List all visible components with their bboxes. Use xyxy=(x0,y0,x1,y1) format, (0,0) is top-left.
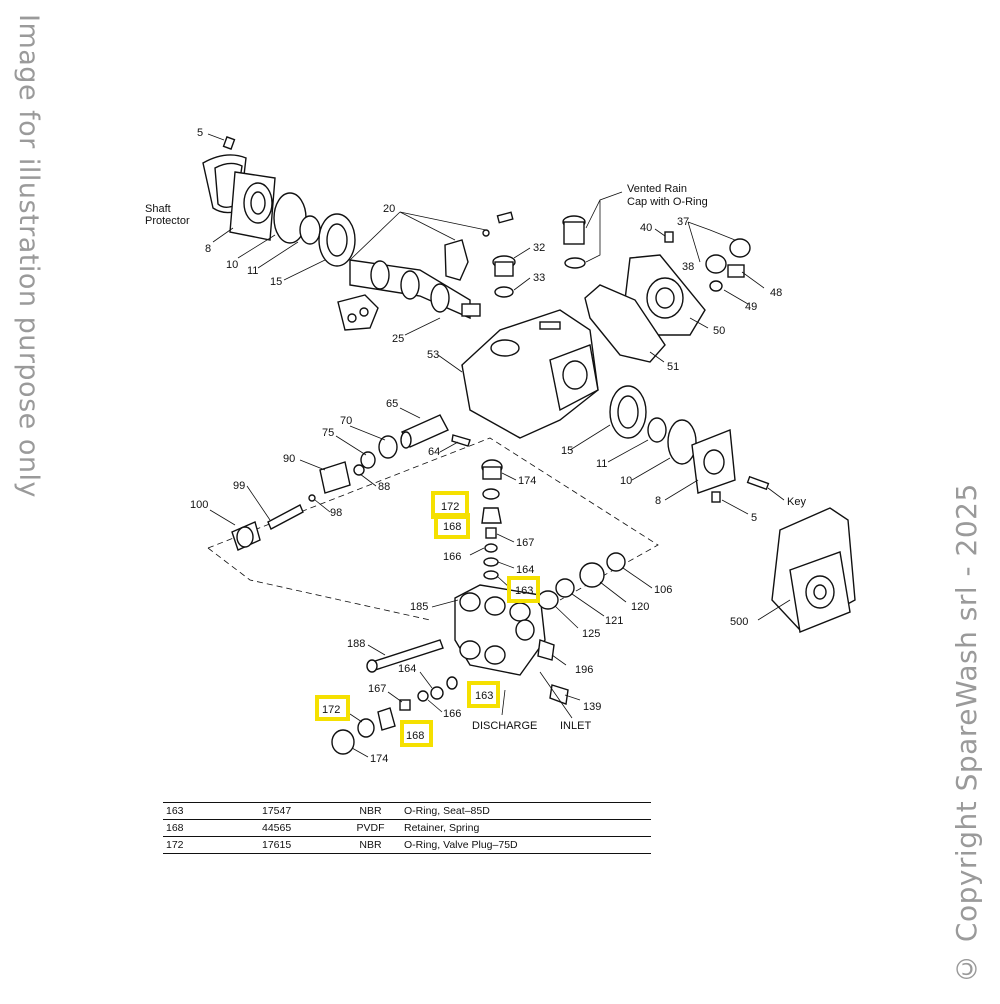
label-shaft-protector-1: Shaft xyxy=(145,203,171,215)
label-5-right: 5 xyxy=(751,512,757,524)
crankcase xyxy=(437,309,599,439)
label-vented-1: Vented Rain xyxy=(627,183,687,195)
label-106: 106 xyxy=(654,584,672,596)
cell-description: O-Ring, Valve Plug–75D xyxy=(401,836,651,854)
label-shaft-protector-2: Protector xyxy=(145,215,190,227)
label-174-upper: 174 xyxy=(518,475,536,487)
label-8-left: 8 xyxy=(205,243,211,255)
cell-description: Retainer, Spring xyxy=(401,819,651,837)
label-20: 20 xyxy=(383,203,395,215)
label-166-upper: 166 xyxy=(443,551,461,563)
parts-table: 163 17547 NBR O-Ring, Seat–85D 168 44565… xyxy=(163,802,651,854)
label-38: 38 xyxy=(682,261,694,273)
label-15-right: 15 xyxy=(561,445,573,457)
label-164-lower: 164 xyxy=(398,663,416,675)
watermark-right: © Copyright SpareWash srl - 2025 xyxy=(950,483,983,985)
label-key: Key xyxy=(787,496,806,508)
label-64: 64 xyxy=(428,446,440,458)
label-172-lower: 172 xyxy=(322,704,340,716)
cell-ref: 163 xyxy=(163,802,254,820)
label-167-lower: 167 xyxy=(368,683,386,695)
label-53: 53 xyxy=(427,349,439,361)
label-125: 125 xyxy=(582,628,600,640)
label-37: 37 xyxy=(677,216,689,228)
cell-part-no: 17547 xyxy=(254,802,340,820)
label-185: 185 xyxy=(410,601,428,613)
label-90: 90 xyxy=(283,453,295,465)
table-row: 172 17615 NBR O-Ring, Valve Plug–75D xyxy=(163,836,651,854)
label-10-right: 10 xyxy=(620,475,632,487)
label-48: 48 xyxy=(770,287,782,299)
inlet-fittings xyxy=(537,552,653,629)
cell-part-no: 44565 xyxy=(254,819,340,837)
label-11-left: 11 xyxy=(247,265,258,277)
label-75: 75 xyxy=(322,427,334,439)
label-11-right: 11 xyxy=(596,458,607,470)
highlight-box-163-upper xyxy=(507,576,540,603)
label-188: 188 xyxy=(347,638,365,650)
label-139: 139 xyxy=(583,701,601,713)
label-8-right: 8 xyxy=(655,495,661,507)
label-164-upper: 164 xyxy=(516,564,534,576)
lower-valve-stack xyxy=(331,671,458,758)
cell-material: PVDF xyxy=(340,819,401,837)
cell-description: O-Ring, Seat–85D xyxy=(401,802,651,820)
label-49: 49 xyxy=(745,301,757,313)
label-174-lower: 174 xyxy=(370,753,388,765)
highlight-box-168-upper xyxy=(434,513,470,539)
shaft-protector-group xyxy=(202,133,356,281)
label-167-upper: 167 xyxy=(516,537,534,549)
label-196: 196 xyxy=(575,664,593,676)
label-32: 32 xyxy=(533,242,545,254)
label-51: 51 xyxy=(667,361,679,373)
label-100: 100 xyxy=(190,499,208,511)
highlight-box-172-lower xyxy=(315,695,350,721)
label-discharge: DISCHARGE xyxy=(472,720,537,732)
label-15-left: 15 xyxy=(270,276,282,288)
label-163-upper: 163 xyxy=(515,585,533,597)
label-163-lower: 163 xyxy=(475,690,493,702)
label-168-upper: 168 xyxy=(443,521,461,533)
manifold xyxy=(366,584,581,719)
label-70: 70 xyxy=(340,415,352,427)
upper-valve-stack xyxy=(469,459,517,589)
right-bearing-group xyxy=(569,385,785,515)
dashed-boundary xyxy=(207,437,659,621)
label-172-upper: 172 xyxy=(441,501,459,513)
gearbox-500 xyxy=(757,507,856,633)
rear-cover-group xyxy=(584,221,765,363)
watermark-left: Image for illustration purpose only xyxy=(13,14,44,498)
cell-material: NBR xyxy=(340,802,401,820)
label-88: 88 xyxy=(378,481,390,493)
label-166-lower: 166 xyxy=(443,708,461,720)
label-50: 50 xyxy=(713,325,725,337)
label-33: 33 xyxy=(533,272,545,284)
cell-material: NBR xyxy=(340,836,401,854)
label-65: 65 xyxy=(386,398,398,410)
table-row: 163 17547 NBR O-Ring, Seat–85D xyxy=(163,802,651,820)
label-99: 99 xyxy=(233,480,245,492)
cell-ref: 168 xyxy=(163,819,254,837)
label-168-lower: 168 xyxy=(406,730,424,742)
crankshaft-group xyxy=(337,211,514,336)
cell-ref: 172 xyxy=(163,836,254,854)
highlight-box-168-lower xyxy=(400,720,433,747)
label-5-top: 5 xyxy=(197,127,203,139)
label-121: 121 xyxy=(605,615,623,627)
oil-cap-group xyxy=(492,191,623,298)
label-25: 25 xyxy=(392,333,404,345)
cell-part-no: 17615 xyxy=(254,836,340,854)
label-500: 500 xyxy=(730,616,748,628)
label-vented-2: Cap with O-Ring xyxy=(627,196,708,208)
label-40: 40 xyxy=(640,222,652,234)
label-inlet: INLET xyxy=(560,720,591,732)
label-120: 120 xyxy=(631,601,649,613)
label-10-left: 10 xyxy=(226,259,238,271)
highlight-box-163-lower xyxy=(467,681,500,708)
label-98: 98 xyxy=(330,507,342,519)
plunger-group xyxy=(209,407,471,551)
table-row: 168 44565 PVDF Retainer, Spring xyxy=(163,819,651,837)
